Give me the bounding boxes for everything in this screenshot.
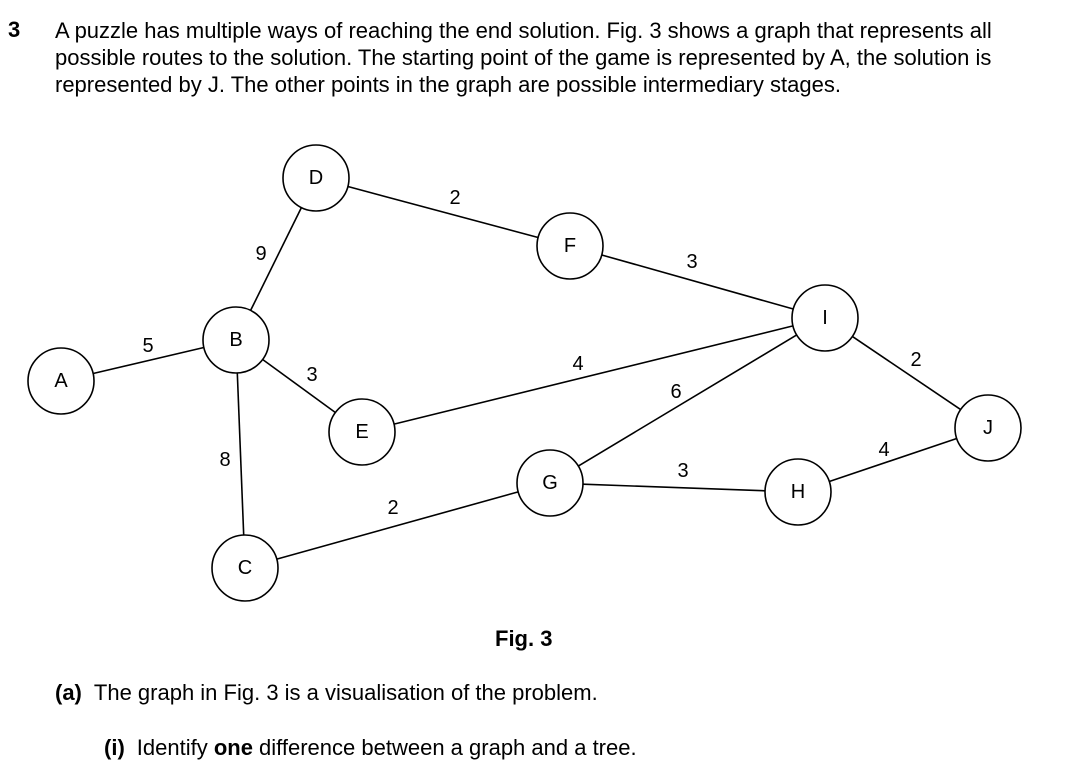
node-a: A [27,347,95,415]
edge-b-c [236,372,245,536]
node-label-a: A [54,370,68,392]
edge-weight-b-c: 8 [219,449,230,471]
node-g: G [516,449,584,517]
edge-weight-i-j: 2 [910,349,921,371]
node-label-c: C [238,557,252,579]
edge-weight-g-h: 3 [677,460,688,482]
node-label-j: J [983,417,993,439]
edge-weight-b-e: 3 [306,364,317,386]
node-f: F [536,212,604,280]
edge-h-j [829,437,957,483]
question-intro: A puzzle has multiple ways of reaching t… [55,18,992,97]
edge-weight-f-i: 3 [686,251,697,273]
edge-f-i [601,254,794,310]
edge-b-d [249,207,303,311]
part-a-label: (a) [55,680,82,705]
node-circle-h [764,458,832,526]
edge-weight-b-d: 9 [255,243,266,265]
edge-e-i [393,325,794,425]
edge-b-e [262,358,336,414]
node-label-d: D [309,167,323,189]
edge-d-f [347,185,539,239]
node-j: J [954,394,1022,462]
edge-weight-h-j: 4 [878,439,889,461]
node-circle-j [954,394,1022,462]
edge-g-h [582,483,766,492]
edge-weight-c-g: 2 [387,497,398,519]
part-a-i-text-bold: one [213,735,253,760]
node-label-i: I [822,307,828,329]
part-a-i: (i) Identify one difference between a gra… [104,735,637,761]
graph-diagram: 5 9 3 8 2 3 4 6 2 3 4 2 A B C D E F G H I J [27,144,1022,602]
node-circle-i [791,284,859,352]
edge-weight-g-i: 6 [670,381,681,403]
figure-caption: Fig. 3 [495,626,553,651]
node-e: E [328,398,396,466]
question-number: 3 [8,17,21,42]
edge-a-b [92,346,205,375]
node-label-g: G [542,472,558,494]
part-a-i-text-before: Identify [136,735,214,760]
node-label-h: H [791,481,805,503]
node-circle-f [536,212,604,280]
node-circle-d [282,144,350,212]
node-circle-e [328,398,396,466]
node-i: I [791,284,859,352]
edge-weight-a-b: 5 [142,335,153,357]
edge-weights-layer: 5 9 3 8 2 3 4 6 2 3 4 2 [142,187,921,519]
node-label-b: B [229,329,242,351]
nodes-layer: A B C D E F G H I J [27,144,1022,602]
edge-weight-d-f: 2 [449,187,460,209]
part-a-text: The graph in Fig. 3 is a visualisation o… [93,680,598,705]
part-a-i-label: (i) [104,735,125,760]
part-a: (a) The graph in Fig. 3 is a visualisatio… [55,680,598,706]
node-circle-c [211,534,279,602]
node-circle-a [27,347,95,415]
part-a-i-text-after: difference between a graph and a tree. [252,735,637,760]
node-circle-b [202,306,270,374]
edge-c-g [276,491,519,560]
edge-g-i [577,334,798,467]
node-circle-g [516,449,584,517]
edge-weight-e-i: 4 [572,353,583,375]
node-label-f: F [564,235,576,257]
node-h: H [764,458,832,526]
node-c: C [211,534,279,602]
edge-i-j [851,335,962,411]
node-b: B [202,306,270,374]
part-a-i-text: Identify one difference between a graph … [137,735,637,760]
node-d: D [282,144,350,212]
edges-layer [92,185,962,560]
node-label-e: E [355,421,368,443]
